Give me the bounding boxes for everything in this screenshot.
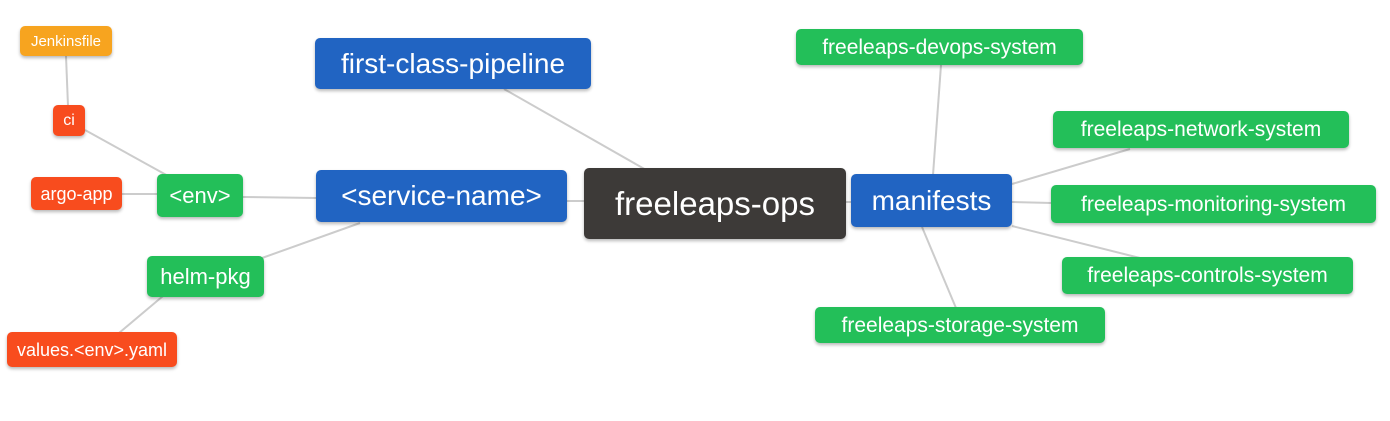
node-env[interactable]: <env> (157, 174, 243, 217)
edge-values-helm-pkg (118, 295, 164, 334)
node-freeleaps-storage-system[interactable]: freeleaps-storage-system (815, 307, 1105, 343)
node-first-class-pipeline[interactable]: first-class-pipeline (315, 38, 591, 89)
edge-ci-env (84, 129, 171, 178)
node-freeleaps-network-system[interactable]: freeleaps-network-system (1053, 111, 1349, 148)
node-manifests[interactable]: manifests (851, 174, 1012, 227)
node-freeleaps-ops[interactable]: freeleaps-ops (584, 168, 846, 239)
edge-manifests-devops-system (932, 64, 942, 176)
node-jenkinsfile[interactable]: Jenkinsfile (20, 26, 112, 56)
edge-manifests-storage-system (921, 226, 957, 309)
node-service-name[interactable]: <service-name> (316, 170, 567, 222)
node-values-env-yaml[interactable]: values.<env>.yaml (7, 332, 177, 367)
node-freeleaps-devops-system[interactable]: freeleaps-devops-system (796, 29, 1083, 65)
edge-helm-pkg-service-name (261, 222, 361, 259)
edge-manifests-monitoring-system (1011, 201, 1053, 204)
edge-manifests-network-system (1011, 148, 1131, 185)
node-freeleaps-controls-system[interactable]: freeleaps-controls-system (1062, 257, 1353, 294)
node-freeleaps-monitoring-system[interactable]: freeleaps-monitoring-system (1051, 185, 1376, 223)
node-helm-pkg[interactable]: helm-pkg (147, 256, 264, 297)
node-argo-app[interactable]: argo-app (31, 177, 122, 210)
node-ci[interactable]: ci (53, 105, 85, 136)
edge-pipeline-freeleaps-ops (503, 88, 649, 172)
edge-manifests-controls-system (1011, 225, 1141, 259)
edge-jenkinsfile-ci (65, 55, 69, 107)
edge-env-service-name (242, 196, 318, 199)
